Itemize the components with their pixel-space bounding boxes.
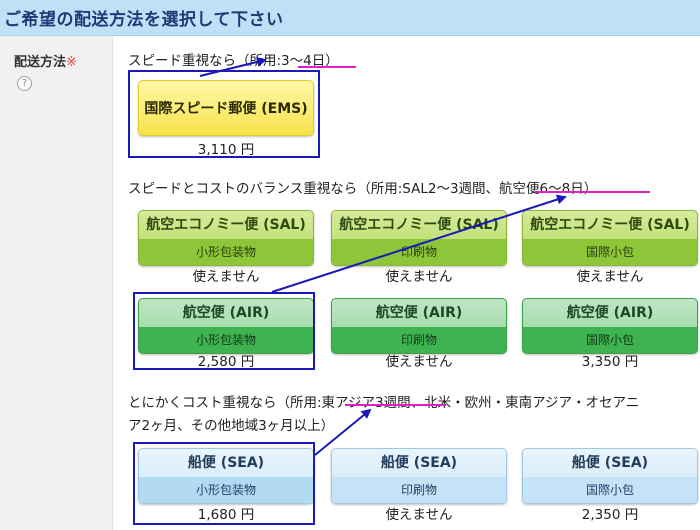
required-mark: ※ bbox=[66, 55, 77, 70]
sal-small-packet-price: 使えません bbox=[192, 269, 260, 285]
ems-option-label: 国際スピード郵便 (EMS) bbox=[144, 101, 308, 117]
balance-note: スピードとコストのバランス重視なら（所用:SAL2〜3週間、航空便6〜8日） bbox=[128, 181, 598, 197]
sea-option-sub: 国際小包 bbox=[523, 477, 697, 503]
air-option-sub: 小形包装物 bbox=[139, 327, 313, 353]
sea-parcel-price: 2,350 円 bbox=[581, 507, 639, 523]
shipping-method-label-text: 配送方法 bbox=[14, 55, 67, 70]
cost-note-line-1: とにかくコスト重視なら（所用:東アジア3週間、北米・欧州・東南アジア・オセアニ bbox=[128, 395, 640, 411]
sal-option-name: 航空エコノミー便 (SAL) bbox=[139, 211, 313, 239]
sea-option-name: 船便 (SEA) bbox=[332, 449, 506, 477]
sea-highlight-box bbox=[133, 442, 315, 525]
shipping-method-label: 配送方法※ bbox=[14, 51, 77, 70]
speed-note: スピード重視なら（所用:3〜4日） bbox=[128, 53, 339, 69]
section-header: ご希望の配送方法を選択して下さい bbox=[0, 0, 700, 36]
air-small-packet-price: 2,580 円 bbox=[197, 354, 255, 370]
sal-option-name: 航空エコノミー便 (SAL) bbox=[332, 211, 506, 239]
sea-printed-matter-price: 使えません bbox=[385, 507, 453, 523]
sal-option-sub: 印刷物 bbox=[332, 239, 506, 265]
air-option-name: 航空便 (AIR) bbox=[523, 299, 697, 327]
air-printed-matter-button[interactable]: 航空便 (AIR) 印刷物 bbox=[331, 298, 507, 354]
air-option-name: 航空便 (AIR) bbox=[332, 299, 506, 327]
ems-option-button[interactable]: 国際スピード郵便 (EMS) bbox=[138, 80, 314, 136]
sal-parcel-price: 使えません bbox=[576, 269, 644, 285]
air-parcel-button[interactable]: 航空便 (AIR) 国際小包 bbox=[522, 298, 698, 354]
help-icon[interactable]: ? bbox=[17, 76, 32, 91]
sal-small-packet-button[interactable]: 航空エコノミー便 (SAL) 小形包装物 bbox=[138, 210, 314, 266]
sal-option-name: 航空エコノミー便 (SAL) bbox=[523, 211, 697, 239]
sal-option-sub: 小形包装物 bbox=[139, 239, 313, 265]
sea-option-name: 船便 (SEA) bbox=[523, 449, 697, 477]
section-title: ご希望の配送方法を選択して下さい bbox=[4, 10, 284, 30]
sea-small-packet-price: 1,680 円 bbox=[197, 507, 255, 523]
sal-parcel-button[interactable]: 航空エコノミー便 (SAL) 国際小包 bbox=[522, 210, 698, 266]
air-option-sub: 印刷物 bbox=[332, 327, 506, 353]
air-option-name: 航空便 (AIR) bbox=[139, 299, 313, 327]
air-printed-matter-price: 使えません bbox=[385, 354, 453, 370]
sea-option-sub: 小形包装物 bbox=[139, 477, 313, 503]
sal-option-sub: 国際小包 bbox=[523, 239, 697, 265]
sea-small-packet-button[interactable]: 船便 (SEA) 小形包装物 bbox=[138, 448, 314, 504]
ems-highlight-box bbox=[128, 70, 320, 158]
air-parcel-price: 3,350 円 bbox=[581, 354, 639, 370]
sea-option-name: 船便 (SEA) bbox=[139, 449, 313, 477]
sea-printed-matter-button[interactable]: 船便 (SEA) 印刷物 bbox=[331, 448, 507, 504]
field-label-column: 配送方法※ ? bbox=[0, 36, 113, 530]
cost-note-line-2: ア2ヶ月、その他地域3ヶ月以上） bbox=[128, 418, 335, 434]
air-highlight-box bbox=[133, 292, 315, 370]
sea-parcel-button[interactable]: 船便 (SEA) 国際小包 bbox=[522, 448, 698, 504]
sal-printed-matter-price: 使えません bbox=[385, 269, 453, 285]
ems-price: 3,110 円 bbox=[197, 142, 255, 158]
sal-printed-matter-button[interactable]: 航空エコノミー便 (SAL) 印刷物 bbox=[331, 210, 507, 266]
air-option-sub: 国際小包 bbox=[523, 327, 697, 353]
sea-option-sub: 印刷物 bbox=[332, 477, 506, 503]
